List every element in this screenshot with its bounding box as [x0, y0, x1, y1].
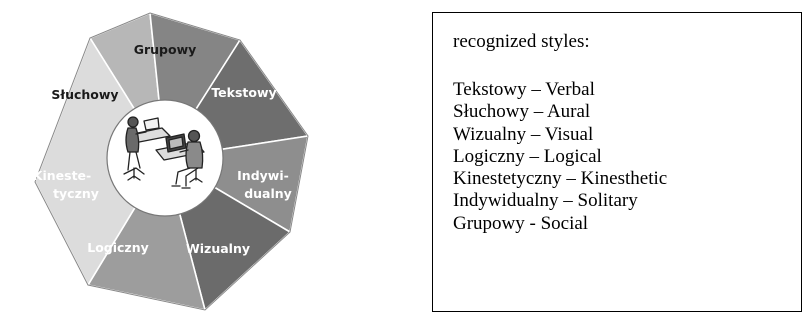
legend-title: recognized styles:: [453, 31, 590, 52]
legend-item: Wizualny – Visual: [453, 123, 594, 145]
segment-label: Logiczny: [87, 240, 149, 255]
segment-label: Indywi-: [237, 168, 289, 183]
segment-label: Kineste-: [33, 168, 91, 183]
segment-label: dualny: [244, 186, 292, 201]
legend-item: Indywidualny – Solitary: [453, 190, 638, 212]
segment-label: tyczny: [53, 186, 99, 201]
people-at-computers-illustration: [123, 116, 205, 189]
legend-item: Tekstowy – Verbal: [453, 79, 595, 100]
wheel-outline: [34, 12, 309, 311]
legend-item: Kinestetyczny – Kinesthetic: [453, 168, 668, 190]
segment-label: Tekstowy: [211, 85, 276, 100]
segment-label: Wizualny: [186, 241, 250, 256]
legend-item: Grupowy - Social: [453, 212, 589, 234]
legend-item: Logiczny – Logical: [453, 145, 602, 167]
legend-item: Słuchowy – Aural: [453, 101, 591, 123]
segment-label: Słuchowy: [51, 87, 118, 102]
segment-label: Grupowy: [134, 42, 197, 57]
